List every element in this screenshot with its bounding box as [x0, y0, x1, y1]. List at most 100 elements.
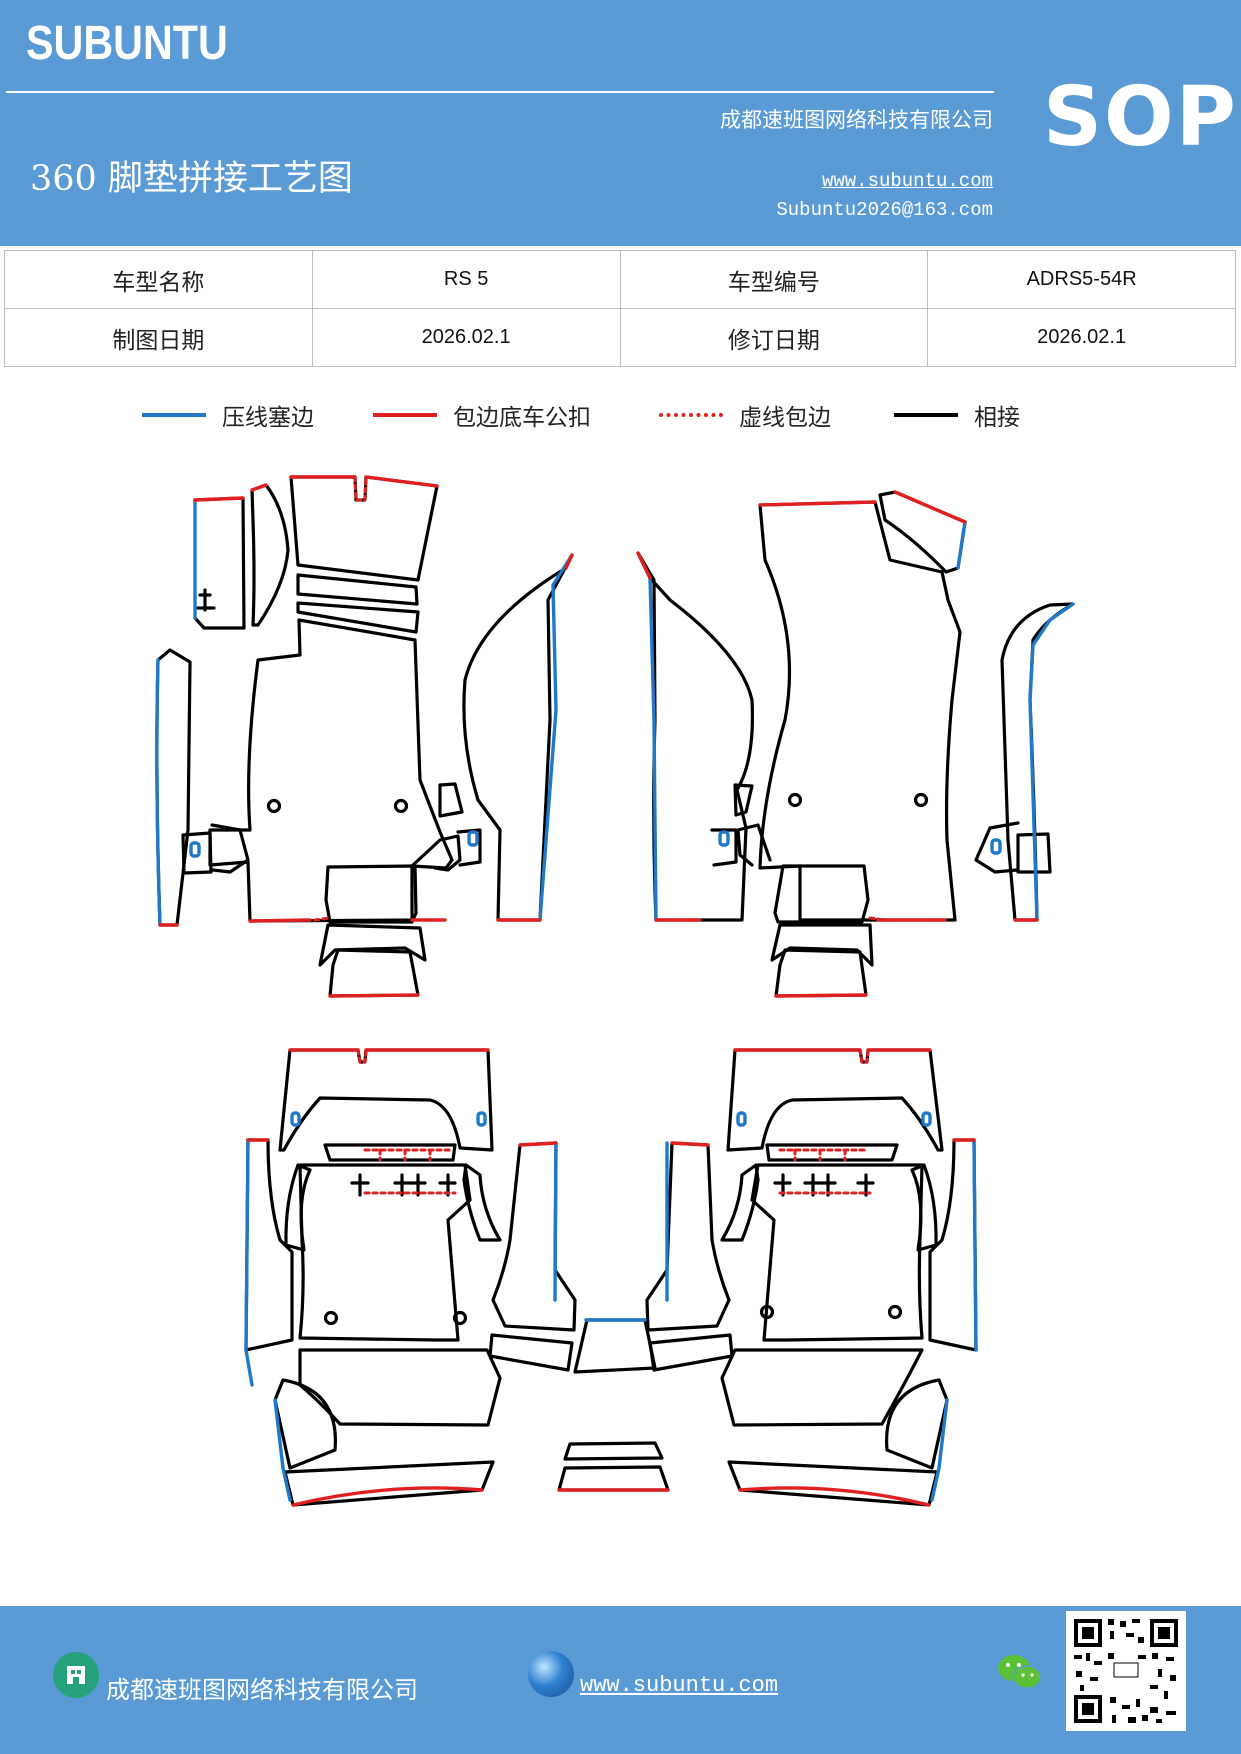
joint-mark	[196, 588, 216, 612]
blue-edge	[648, 576, 658, 922]
footer-website-link[interactable]: www.subuntu.com	[580, 1673, 779, 1698]
blue-edge	[956, 520, 967, 570]
legend-swatch	[894, 413, 958, 417]
mat-piece	[773, 864, 870, 924]
mat-piece	[645, 1141, 731, 1332]
mat-hole	[393, 798, 409, 814]
red-edge	[250, 483, 268, 492]
red-edge	[564, 553, 574, 570]
blue-edge	[155, 658, 162, 927]
mat-piece	[573, 1318, 657, 1374]
blue-edge	[553, 1141, 558, 1302]
legend-swatch	[373, 413, 437, 417]
blue-edge	[538, 553, 574, 922]
footer-company: 成都速班图网络科技有限公司	[106, 1676, 418, 1704]
joint-mark	[856, 1173, 875, 1197]
blue-clip	[467, 830, 479, 847]
mat-piece	[1016, 832, 1052, 874]
mat-hole	[759, 1304, 775, 1320]
legend-item: 虚线包边	[659, 398, 831, 432]
red-edge	[774, 993, 868, 998]
mat-piece	[318, 923, 427, 967]
red-edge	[738, 1486, 931, 1507]
table-cell: 2026.02.1	[311, 308, 621, 367]
red-dotted-edge	[313, 916, 332, 922]
red-dotted-edge	[858, 1048, 870, 1064]
info-table: 车型名称 RS 5 车型编号 ADRS5-54R 制图日期 2026.02.1 …	[4, 250, 1236, 367]
mat-piece	[298, 1163, 472, 1342]
table-cell: ADRS5-54R	[927, 250, 1236, 309]
mat-piece	[720, 1163, 760, 1242]
table-cell: 2026.02.1	[927, 308, 1236, 367]
building-icon	[53, 1652, 99, 1698]
mat-piece	[210, 823, 250, 874]
red-dotted-edge	[778, 1148, 867, 1162]
legend-swatch	[142, 413, 206, 417]
mat-piece	[462, 1163, 502, 1242]
blue-clip	[736, 1111, 747, 1127]
mat-piece	[250, 483, 290, 627]
mat-piece	[974, 821, 1020, 874]
email-address: Subuntu2026@163.com	[776, 199, 993, 221]
wechat-icon[interactable]	[995, 1652, 1045, 1692]
red-edge	[289, 475, 439, 488]
joint-mark	[393, 1173, 427, 1197]
mat-piece	[557, 1465, 670, 1492]
red-edge	[893, 490, 967, 524]
blue-clip	[990, 838, 1002, 855]
mat-piece	[456, 828, 482, 867]
legend-label: 包边底车公扣	[453, 405, 591, 431]
blue-clip	[921, 1111, 932, 1127]
red-edge	[328, 993, 420, 998]
mat-piece	[155, 648, 192, 927]
brand-logo: SUBUNTU	[26, 17, 228, 70]
mat-piece	[324, 864, 418, 924]
mat-piece	[273, 1378, 337, 1470]
mat-piece	[296, 601, 420, 634]
mat-hole	[323, 1310, 339, 1326]
table-cell: 车型名称	[4, 250, 313, 309]
red-dotted-edge	[868, 916, 887, 922]
mat-hole	[887, 1304, 903, 1320]
mat-hole	[787, 792, 803, 808]
mat-piece	[491, 1141, 577, 1332]
mat-piece	[284, 1163, 312, 1252]
table-row: 车型名称 RS 5 车型编号 ADRS5-54R	[4, 250, 1236, 309]
legend-label: 虚线包边	[739, 405, 831, 431]
blue-clip	[290, 1111, 301, 1127]
red-edge	[758, 500, 877, 507]
mat-piece	[208, 618, 454, 923]
blue-edge	[1028, 602, 1075, 922]
mat-piece	[296, 573, 419, 606]
blue-edge	[972, 1138, 978, 1352]
red-dotted-edge	[353, 475, 368, 502]
mat-piece	[462, 553, 574, 922]
floor-mat-diagram	[155, 475, 1075, 1507]
mat-piece	[770, 923, 874, 967]
legend-item: 包边底车公扣	[373, 398, 591, 432]
sop-badge: SOP	[1043, 70, 1238, 165]
red-edge	[248, 918, 312, 923]
mat-hole	[913, 792, 929, 808]
red-dotted-edge	[363, 1148, 452, 1162]
legend-swatch	[659, 413, 723, 417]
legend-item: 相接	[894, 398, 1020, 432]
header-banner	[0, 0, 1241, 246]
mat-piece	[563, 1441, 664, 1461]
mat-piece	[726, 1048, 944, 1152]
blue-clip	[718, 830, 730, 847]
red-edge	[670, 1141, 710, 1147]
mat-piece	[411, 834, 462, 872]
globe-icon	[528, 1651, 574, 1697]
mat-piece	[750, 1163, 924, 1342]
legend-item: 压线塞边	[142, 398, 314, 432]
mat-piece	[910, 1163, 938, 1252]
website-link[interactable]: www.subuntu.com	[821, 170, 993, 192]
legend-label: 压线塞边	[222, 405, 314, 431]
table-cell: 车型编号	[619, 250, 929, 309]
blue-clip	[189, 841, 201, 858]
blue-edge	[930, 1398, 949, 1502]
blue-clip	[476, 1111, 487, 1127]
table-cell: 修订日期	[619, 308, 929, 367]
table-cell: 制图日期	[4, 308, 313, 367]
